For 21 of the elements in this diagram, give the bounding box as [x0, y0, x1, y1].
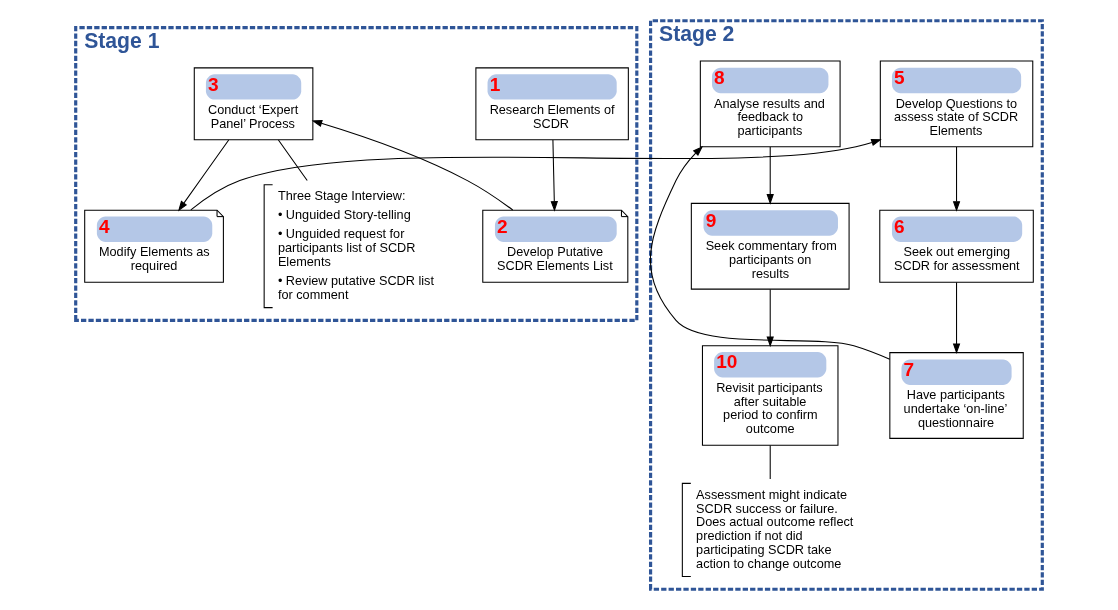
node-text: Assessment might indicate SCDR success or failure. Does actual outcome reflect prediction if not did participating SCDR take action to change outcome: [696, 487, 854, 571]
arrow: [311, 119, 514, 211]
node-box: 8 Analyse results and feedback to participants: [699, 60, 841, 148]
arrow: [766, 288, 774, 348]
arrow: [550, 139, 558, 212]
node-box: 6 Seek out emerging SCDR for assessment: [879, 209, 1034, 283]
arrow: [952, 146, 961, 212]
connector: [769, 444, 771, 480]
node-box: 3 Conduct ‘Expert Panel’ Process: [193, 67, 314, 141]
arrow: [650, 145, 891, 360]
node-box: 7 Have participants undertake ‘on-line’ questionnaire: [889, 352, 1024, 439]
node-box: 9 Seek commentary from participants on results: [690, 202, 850, 290]
node-box: 1 Research Elements of SCDR: [475, 67, 629, 141]
arrow: [178, 139, 230, 212]
node-box: 5 Develop Questions to assess state of SCDR Elements: [879, 60, 1034, 148]
node-text: Three Stage Interview: • Unguided Story-telling • Unguided request for participants list of SCDR Elements • Review putative SCDR list for comment: [277, 189, 434, 302]
arrow: [952, 282, 961, 355]
connector: [277, 139, 308, 182]
arrow: [190, 138, 882, 211]
node-box: 10 Revisit participants after suitable period to confirm outcome: [701, 345, 839, 446]
arrow: [766, 146, 774, 205]
